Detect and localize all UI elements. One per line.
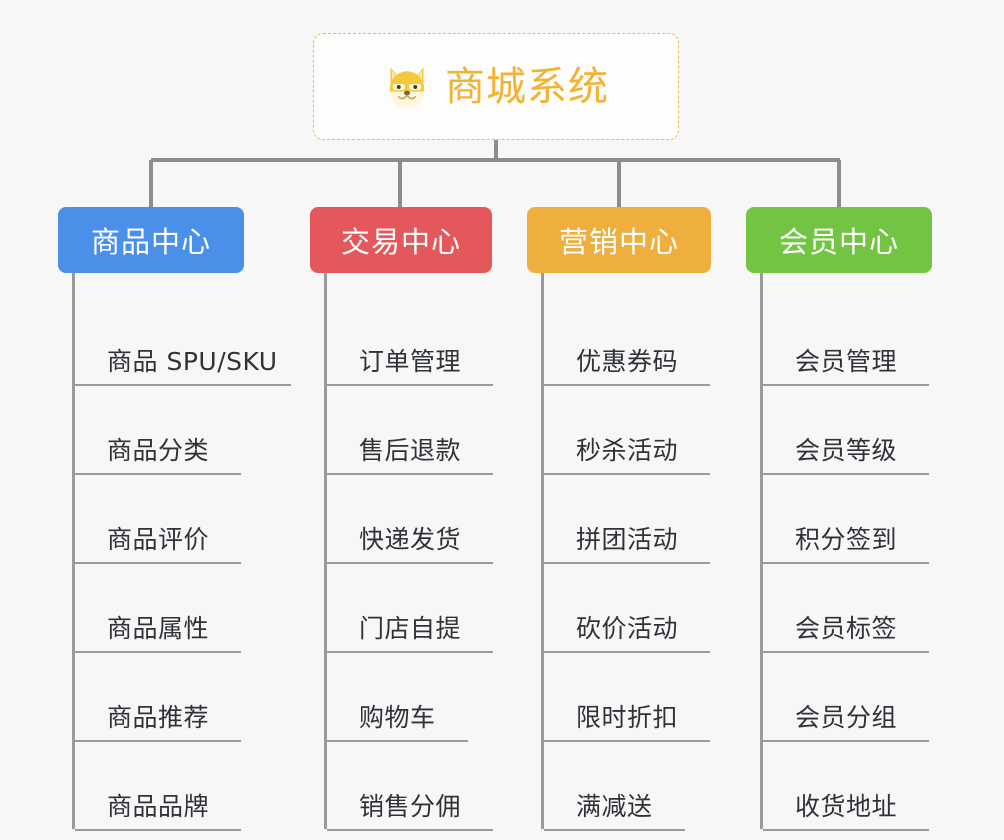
leaf-label: 积分签到 bbox=[795, 525, 898, 554]
leaf-rule bbox=[327, 651, 493, 653]
leaf-label: 订单管理 bbox=[359, 347, 462, 376]
leaf-label: 商品推荐 bbox=[107, 703, 210, 732]
leaf-label: 购物车 bbox=[359, 703, 436, 732]
leaf-label: 会员等级 bbox=[795, 436, 898, 465]
leaf-label: 会员分组 bbox=[795, 703, 898, 732]
category-box-member-center[interactable]: 会员中心 bbox=[746, 207, 932, 273]
leaf-label: 砍价活动 bbox=[576, 614, 679, 643]
leaf-item[interactable]: 商品推荐 bbox=[75, 651, 244, 740]
leaf-item[interactable]: 售后退款 bbox=[327, 384, 492, 473]
leaf-item[interactable]: 会员管理 bbox=[763, 295, 932, 384]
leaf-rule bbox=[75, 740, 241, 742]
leaf-item[interactable]: 会员等级 bbox=[763, 384, 932, 473]
leaf-label: 销售分佣 bbox=[359, 792, 462, 821]
leaf-list-2: 订单管理 售后退款 快递发货 门店自提 购物车 bbox=[324, 273, 493, 831]
leaf-item[interactable]: 拼团活动 bbox=[544, 473, 711, 562]
leaf-item[interactable]: 销售分佣 bbox=[327, 740, 492, 829]
category-column-4: 会员中心 会员管理 会员等级 积分签到 会员标签 bbox=[746, 207, 932, 831]
leaf-rule bbox=[75, 829, 241, 831]
leaf-rule bbox=[763, 384, 929, 386]
leaf-rule bbox=[544, 562, 710, 564]
leaf-label: 会员管理 bbox=[795, 347, 898, 376]
leaf-rule bbox=[327, 740, 468, 742]
leaf-rule bbox=[544, 473, 710, 475]
leaf-label: 门店自提 bbox=[359, 614, 462, 643]
leaf-label: 收货地址 bbox=[795, 792, 898, 821]
leaf-item[interactable]: 门店自提 bbox=[327, 562, 492, 651]
leaf-list-1: 商品 SPU/SKU 商品分类 商品评价 商品属性 商品推荐 bbox=[72, 273, 291, 831]
root-title: 商城系统 bbox=[445, 63, 609, 110]
root-node-mall-system[interactable]: 商城系统 bbox=[313, 33, 679, 140]
leaf-label: 秒杀活动 bbox=[576, 436, 679, 465]
category-box-marketing-center[interactable]: 营销中心 bbox=[527, 207, 711, 273]
leaf-rule bbox=[75, 651, 241, 653]
leaf-item[interactable]: 收货地址 bbox=[763, 740, 932, 829]
category-label: 商品中心 bbox=[90, 225, 211, 259]
leaf-item[interactable]: 优惠券码 bbox=[544, 295, 711, 384]
leaf-list-4: 会员管理 会员等级 积分签到 会员标签 会员分组 bbox=[760, 273, 932, 831]
leaf-rule bbox=[544, 384, 710, 386]
leaf-rule bbox=[75, 562, 241, 564]
leaf-label: 商品属性 bbox=[107, 614, 210, 643]
leaf-label: 商品品牌 bbox=[107, 792, 210, 821]
leaf-label: 快递发货 bbox=[359, 525, 462, 554]
leaf-list-3: 优惠券码 秒杀活动 拼团活动 砍价活动 限时折扣 bbox=[541, 273, 711, 831]
leaf-rule bbox=[544, 740, 710, 742]
leaf-item[interactable]: 积分签到 bbox=[763, 473, 932, 562]
leaf-rule bbox=[763, 829, 929, 831]
leaf-rule bbox=[763, 740, 929, 742]
leaf-item[interactable]: 商品品牌 bbox=[75, 740, 244, 829]
leaf-label: 会员标签 bbox=[795, 614, 898, 643]
leaf-label: 商品分类 bbox=[107, 436, 210, 465]
leaf-item[interactable]: 订单管理 bbox=[327, 295, 492, 384]
leaf-item[interactable]: 快递发货 bbox=[327, 473, 492, 562]
shiba-dog-icon bbox=[389, 67, 425, 109]
leaf-label: 满减送 bbox=[576, 792, 653, 821]
leaf-item[interactable]: 砍价活动 bbox=[544, 562, 711, 651]
category-column-2: 交易中心 订单管理 售后退款 快递发货 门店自提 bbox=[310, 207, 493, 831]
leaf-item[interactable]: 会员标签 bbox=[763, 562, 932, 651]
leaf-item[interactable]: 商品评价 bbox=[75, 473, 244, 562]
category-label: 会员中心 bbox=[778, 225, 899, 259]
category-box-product-center[interactable]: 商品中心 bbox=[58, 207, 244, 273]
leaf-item[interactable]: 购物车 bbox=[327, 651, 492, 740]
leaf-rule bbox=[763, 651, 929, 653]
leaf-item[interactable]: 商品属性 bbox=[75, 562, 244, 651]
leaf-rule bbox=[327, 384, 493, 386]
leaf-rule bbox=[763, 473, 929, 475]
leaf-label: 商品 SPU/SKU bbox=[107, 347, 278, 376]
leaf-rule bbox=[763, 562, 929, 564]
leaf-rule bbox=[544, 829, 685, 831]
category-column-3: 营销中心 优惠券码 秒杀活动 拼团活动 砍价活动 bbox=[527, 207, 711, 831]
leaf-item[interactable]: 秒杀活动 bbox=[544, 384, 711, 473]
category-column-1: 商品中心 商品 SPU/SKU 商品分类 商品评价 商品属性 bbox=[58, 207, 291, 831]
leaf-label: 拼团活动 bbox=[576, 525, 679, 554]
category-box-trade-center[interactable]: 交易中心 bbox=[310, 207, 492, 273]
category-label: 交易中心 bbox=[340, 225, 461, 259]
leaf-rule bbox=[327, 473, 493, 475]
leaf-rule bbox=[327, 562, 493, 564]
leaf-rule bbox=[544, 651, 710, 653]
leaf-label: 限时折扣 bbox=[576, 703, 679, 732]
category-label: 营销中心 bbox=[558, 225, 679, 259]
leaf-label: 售后退款 bbox=[359, 436, 462, 465]
leaf-item[interactable]: 商品 SPU/SKU bbox=[75, 295, 277, 384]
leaf-item[interactable]: 商品分类 bbox=[75, 384, 244, 473]
leaf-rule bbox=[75, 473, 241, 475]
leaf-label: 商品评价 bbox=[107, 525, 210, 554]
leaf-rule bbox=[75, 384, 291, 386]
leaf-item[interactable]: 满减送 bbox=[544, 740, 711, 829]
leaf-item[interactable]: 会员分组 bbox=[763, 651, 932, 740]
leaf-item[interactable]: 限时折扣 bbox=[544, 651, 711, 740]
leaf-label: 优惠券码 bbox=[576, 347, 679, 376]
leaf-rule bbox=[327, 829, 493, 831]
